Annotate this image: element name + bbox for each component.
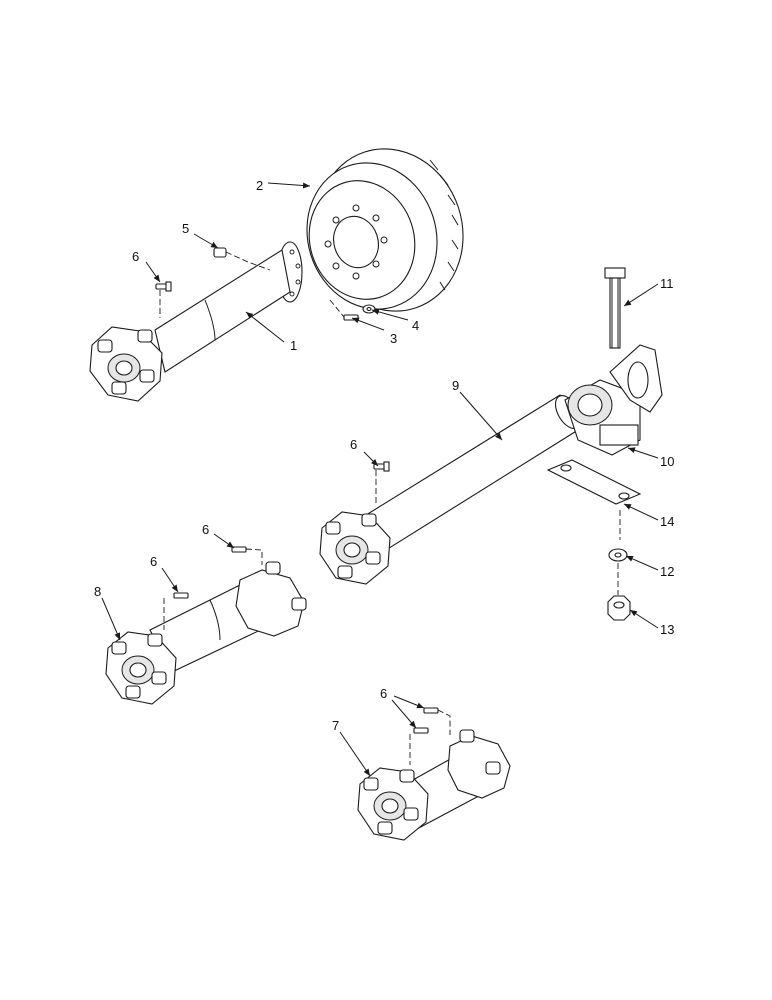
bolt-part-6-bottom-b xyxy=(409,727,429,765)
universal-joint-lower-left xyxy=(105,631,177,705)
callout-6-center: 6 xyxy=(350,437,357,452)
callout-7: 7 xyxy=(332,718,339,733)
long-drive-shaft xyxy=(357,394,582,556)
callout-6-bottom: 6 xyxy=(380,686,387,701)
bolt-part-5 xyxy=(213,247,271,271)
spacer-plate xyxy=(546,459,642,540)
callout-6-upper-left: 6 xyxy=(132,249,139,264)
bolt-part-6-center xyxy=(373,461,390,505)
drive-shaft-with-flange xyxy=(154,241,303,373)
bolt-part-6-lower-left-b xyxy=(163,592,189,630)
bolt-part-6-upper-left xyxy=(155,281,172,318)
callout-6-lower-left-b: 6 xyxy=(150,554,157,569)
universal-joint-center xyxy=(319,511,391,585)
callout-9: 9 xyxy=(452,378,459,393)
universal-joint-lower-left-end xyxy=(235,561,307,637)
bearing-support-bracket xyxy=(564,344,663,456)
callout-10: 10 xyxy=(660,454,674,469)
callout-3: 3 xyxy=(390,331,397,346)
callout-2: 2 xyxy=(256,178,263,193)
callout-12: 12 xyxy=(660,564,674,579)
callout-5: 5 xyxy=(182,221,189,236)
universal-joint-left xyxy=(89,326,163,402)
callout-8: 8 xyxy=(94,584,101,599)
callout-14: 14 xyxy=(660,514,674,529)
bolt-part-6-lower-left-a xyxy=(231,546,263,565)
washer-part-4 xyxy=(362,304,376,314)
long-bolt xyxy=(604,267,626,349)
callout-4: 4 xyxy=(412,318,419,333)
washer-part-12 xyxy=(608,548,628,595)
callout-1: 1 xyxy=(290,338,297,353)
nut-part-13 xyxy=(607,595,631,621)
leader-lines xyxy=(101,182,659,777)
callout-11: 11 xyxy=(660,276,674,291)
bolt-part-3 xyxy=(329,299,359,321)
universal-joint-bottom-end xyxy=(447,729,511,799)
callout-13: 13 xyxy=(660,622,674,637)
universal-joint-bottom xyxy=(357,767,429,841)
callout-6-lower-left-a: 6 xyxy=(202,522,209,537)
bolt-part-6-bottom-a xyxy=(423,707,451,735)
brake-drum xyxy=(306,148,464,312)
